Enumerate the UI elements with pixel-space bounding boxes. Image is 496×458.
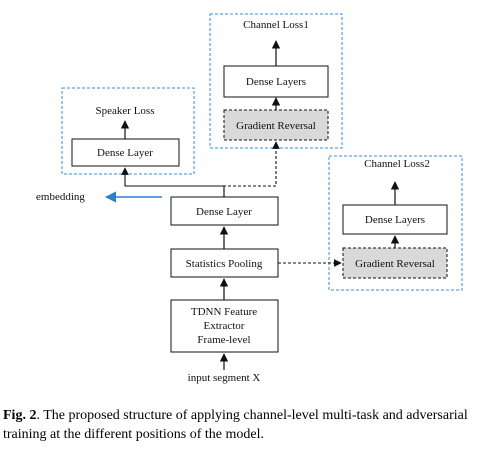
statistics-pooling-box <box>170 248 279 278</box>
embedding-label: embedding <box>36 191 85 203</box>
gradient-reversal-top-box <box>223 109 329 141</box>
channel-loss2-title: Channel Loss2 <box>364 158 430 170</box>
dashed-branch-to-reversal-top <box>223 141 280 197</box>
dense-layers-right-label: Dense Layers <box>365 214 425 226</box>
gradient-reversal-right-label: Gradient Reversal <box>355 258 435 270</box>
channel-loss1-title: Channel Loss1 <box>243 19 309 31</box>
dense-layer-main-label: Dense Layer <box>196 206 252 218</box>
dense-layer-speaker-box <box>71 138 180 167</box>
speaker-loss-frame <box>61 87 195 175</box>
figure-caption: Fig. 2. The proposed structure of applyi… <box>3 406 491 444</box>
dense-layers-right-box <box>342 204 448 235</box>
speaker-loss-title: Speaker Loss <box>96 105 155 117</box>
caption-label: Fig. 2 <box>3 408 37 423</box>
dense-layers-top-label: Dense Layers <box>246 76 306 88</box>
caption-text: . The proposed structure of applying cha… <box>3 408 468 442</box>
gradient-reversal-top-label: Gradient Reversal <box>236 120 316 132</box>
gradient-reversal-right-box <box>342 247 448 279</box>
dense-layer-speaker-label: Dense Layer <box>97 147 153 159</box>
architecture-diagram: Channel Loss1 Speaker Loss Channel Loss2… <box>36 13 463 384</box>
arrow-main-to-dense-speaker <box>121 167 225 197</box>
channel-loss2-frame <box>328 155 463 291</box>
dense-layers-top-box <box>223 65 329 98</box>
input-label: input segment X <box>188 372 261 384</box>
tdnn-label-line1: TDNN Feature <box>191 306 257 318</box>
tdnn-label-line3: Frame-level <box>197 334 250 346</box>
statistics-pooling-label: Statistics Pooling <box>186 258 263 270</box>
dense-layer-main-box <box>170 196 279 226</box>
tdnn-label-line2: Extractor <box>204 320 245 332</box>
